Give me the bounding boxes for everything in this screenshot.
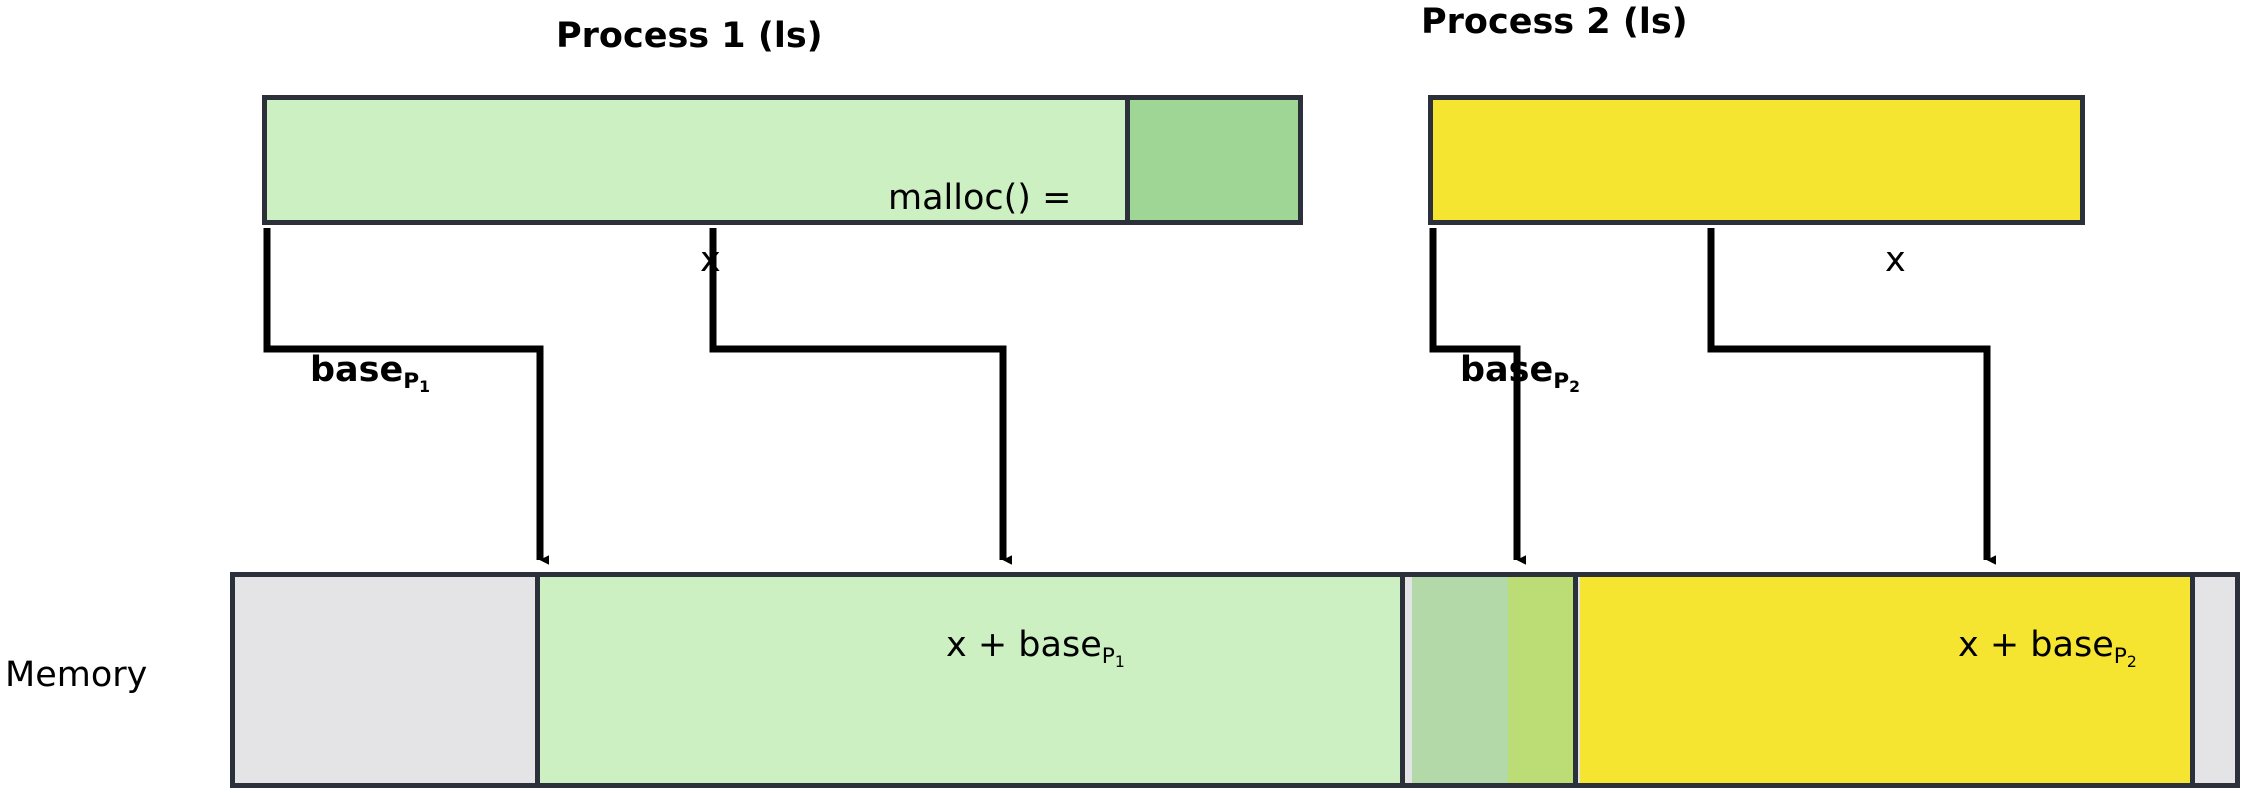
base-p2-label: baseP2	[1460, 350, 1581, 397]
memory-segment-process2-region	[1580, 577, 2190, 783]
malloc-label: malloc() =	[888, 178, 1072, 218]
memory-process1-address-label: x + baseP1	[946, 625, 1125, 672]
memory-segment-process1-heap	[1412, 577, 1508, 783]
memory-divider-4	[2190, 577, 2195, 783]
process2-title: Process 2 (ls)	[1421, 2, 1688, 42]
memory-divider-3	[1573, 577, 1578, 783]
base-p1-label: baseP1	[310, 350, 431, 397]
arrow-x-p1	[709, 228, 1012, 565]
process1-title: Process 1 (ls)	[556, 16, 823, 56]
process1-x-label: x	[700, 240, 721, 280]
arrow-base-p1	[263, 228, 549, 565]
memory-divider-2	[1400, 577, 1405, 783]
memory-segment-process1-region	[540, 577, 1400, 783]
memory-label: Memory	[5, 655, 148, 695]
process1-heap-segment	[1125, 100, 1298, 220]
memory-process2-address-label: x + baseP2	[1958, 625, 2137, 672]
arrow-x-p2	[1707, 228, 1996, 565]
memory-segment-overlap	[1508, 577, 1573, 783]
memory-divider-1	[535, 577, 540, 783]
process1-address-space-box	[262, 95, 1303, 225]
process2-x-label: x	[1885, 240, 1906, 280]
memory-bar	[230, 572, 2240, 788]
process2-address-space-box	[1428, 95, 2085, 225]
arrow-base-p2	[1429, 228, 1526, 565]
